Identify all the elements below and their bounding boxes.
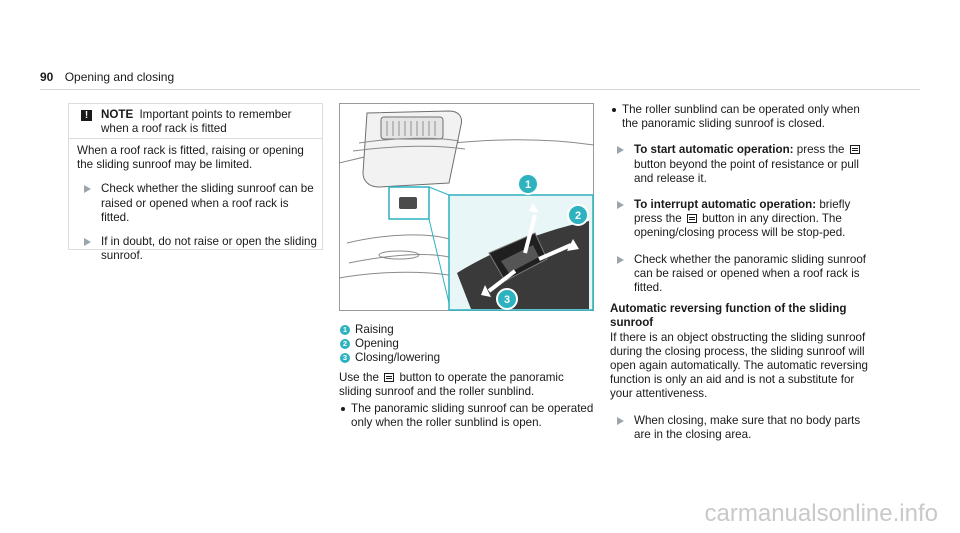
- sunroof-button-icon: [686, 214, 697, 224]
- note-title-text: Important points to remember when a roof…: [101, 108, 292, 136]
- usage-text-post: button to operate the panoramic sliding …: [339, 370, 564, 398]
- legend-number: 3: [340, 353, 350, 364]
- bullet-text: The roller sunblind can be operated only…: [622, 103, 860, 131]
- overhead-console-drawing: 1 2 3: [338, 103, 595, 311]
- svg-text:3: 3: [504, 294, 510, 306]
- note-body: When a roof rack is fitted, raising or o…: [77, 144, 317, 263]
- step-text: When closing, make sure that no body par…: [634, 413, 861, 441]
- section-title: Opening and closing: [64, 70, 175, 84]
- step-arrow-icon: [84, 185, 91, 194]
- sunroof-button-icon: [849, 145, 860, 155]
- legend-item: 1 Raising: [339, 323, 599, 337]
- exclamation-icon: !: [81, 110, 92, 121]
- section-heading: Automatic reversing function of the slid…: [610, 302, 847, 330]
- step-closing-caution: When closing, make sure that no body par…: [610, 414, 872, 442]
- legend-number: 2: [340, 339, 350, 350]
- note-body-text: When a roof rack is fitted, raising or o…: [77, 144, 304, 172]
- svg-text:2: 2: [575, 210, 581, 222]
- figure-legend-and-usage: 1 Raising 2 Opening 3 Closing/lowering U…: [339, 323, 599, 430]
- bullet-dot-icon: [612, 108, 616, 112]
- usage-paragraph: Use the button to operate the panoramic …: [339, 371, 599, 399]
- note-step-text: Check whether the sliding sunroof can be…: [101, 182, 314, 224]
- step-lead: To start automatic operation:: [634, 143, 794, 157]
- callout-2: 2: [567, 204, 589, 226]
- note-divider: [69, 138, 322, 139]
- sunroof-button-icon: [384, 372, 395, 382]
- step-arrow-icon: [617, 255, 624, 264]
- note-step: Check whether the sliding sunroof can be…: [77, 182, 317, 225]
- bullet-text: The panoramic sliding sunroof can be ope…: [351, 402, 594, 430]
- right-column: The roller sunblind can be operated only…: [610, 103, 872, 442]
- step-text-post: button beyond the point of resistance or…: [634, 157, 859, 185]
- watermark: carmanualsonline.info: [704, 500, 938, 527]
- note-box: ! NOTE Important points to remember when…: [68, 103, 323, 262]
- step-text-pre: briefly press the: [634, 198, 851, 226]
- legend-label: Closing/lowering: [355, 351, 441, 365]
- callout-1: 1: [517, 173, 539, 195]
- note-title: NOTE Important points to remember when a…: [101, 108, 311, 136]
- step-start-automatic: To start automatic operation: press the …: [610, 143, 872, 186]
- step-text-post: button in any direction. The opening/clo…: [634, 212, 846, 240]
- note-step: If in doubt, do not raise or open the sl…: [77, 235, 317, 263]
- reversing-paragraph: If there is an object obstructing the sl…: [610, 330, 868, 401]
- step-arrow-icon: [84, 238, 91, 247]
- bullet-item: The roller sunblind can be operated only…: [610, 103, 872, 131]
- note-label: NOTE: [101, 108, 134, 121]
- step-text: Check whether the panoramic sliding sunr…: [634, 252, 866, 295]
- step-arrow-icon: [617, 146, 624, 155]
- step-arrow-icon: [617, 416, 624, 425]
- legend-number: 1: [340, 325, 350, 335]
- step-interrupt-automatic: To interrupt automatic operation: briefl…: [610, 198, 872, 241]
- legend-label: Raising: [355, 323, 394, 336]
- header-divider: [40, 89, 920, 90]
- sunroof-switch-illustration: 1 2 3: [338, 103, 595, 311]
- bullet-item: The panoramic sliding sunroof can be ope…: [339, 402, 599, 430]
- usage-text-pre: Use the: [339, 370, 379, 384]
- note-header: ! NOTE Important points to remember when…: [81, 108, 311, 136]
- legend-label: Opening: [355, 337, 399, 351]
- bullet-dot-icon: [341, 407, 345, 412]
- step-lead: To interrupt automatic operation:: [634, 198, 817, 212]
- svg-text:1: 1: [525, 179, 531, 191]
- page-number: 90: [40, 70, 54, 84]
- callout-3: 3: [496, 288, 518, 310]
- legend-item: 3 Closing/lowering: [339, 351, 599, 365]
- page-header: 90 Opening and closing: [40, 70, 174, 84]
- step-check-roof-rack: Check whether the panoramic sliding sunr…: [610, 253, 872, 296]
- legend-item: 2 Opening: [339, 337, 599, 351]
- step-text-pre: press the: [796, 143, 845, 157]
- note-step-text: If in doubt, do not raise or open the sl…: [101, 235, 317, 263]
- step-arrow-icon: [617, 201, 624, 210]
